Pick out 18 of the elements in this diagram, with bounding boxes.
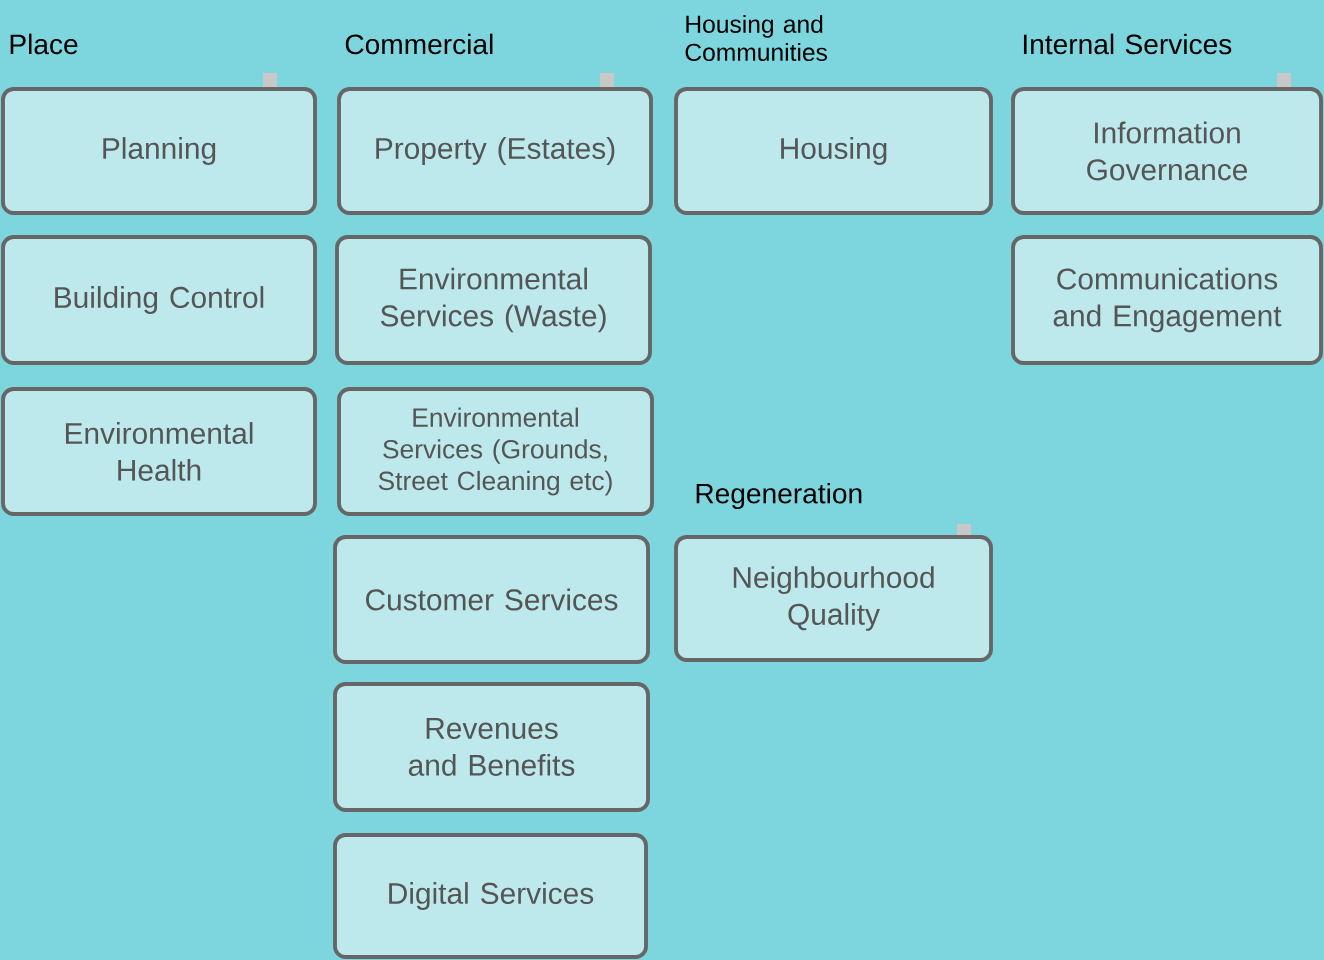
group-heading: Regeneration [696, 482, 862, 510]
unit-box: Communications and Engagement [1011, 235, 1323, 365]
unit-box: Revenues and Benefits [333, 682, 650, 812]
unit-box: Planning [1, 87, 317, 215]
unit-box: Neighbourhood Quality [674, 535, 993, 662]
unit-box: Environmental Health [1, 387, 317, 516]
unit-box: Building Control [1, 235, 317, 365]
unit-box: Environmental Services (Waste) [335, 235, 652, 365]
group-heading: Housing and Communities [685, 14, 827, 62]
unit-box: Customer Services [333, 535, 650, 664]
unit-box: Housing [674, 87, 993, 215]
group-heading: Commercial [345, 33, 493, 55]
unit-box: Digital Services [333, 833, 648, 959]
group-heading: Internal Services [1023, 33, 1232, 55]
unit-box: Information Governance [1011, 87, 1323, 215]
group-heading: Place [10, 33, 78, 55]
unit-box: Property (Estates) [337, 87, 653, 215]
unit-box: Environmental Services (Grounds, Street Cleaning etc) [337, 387, 654, 516]
